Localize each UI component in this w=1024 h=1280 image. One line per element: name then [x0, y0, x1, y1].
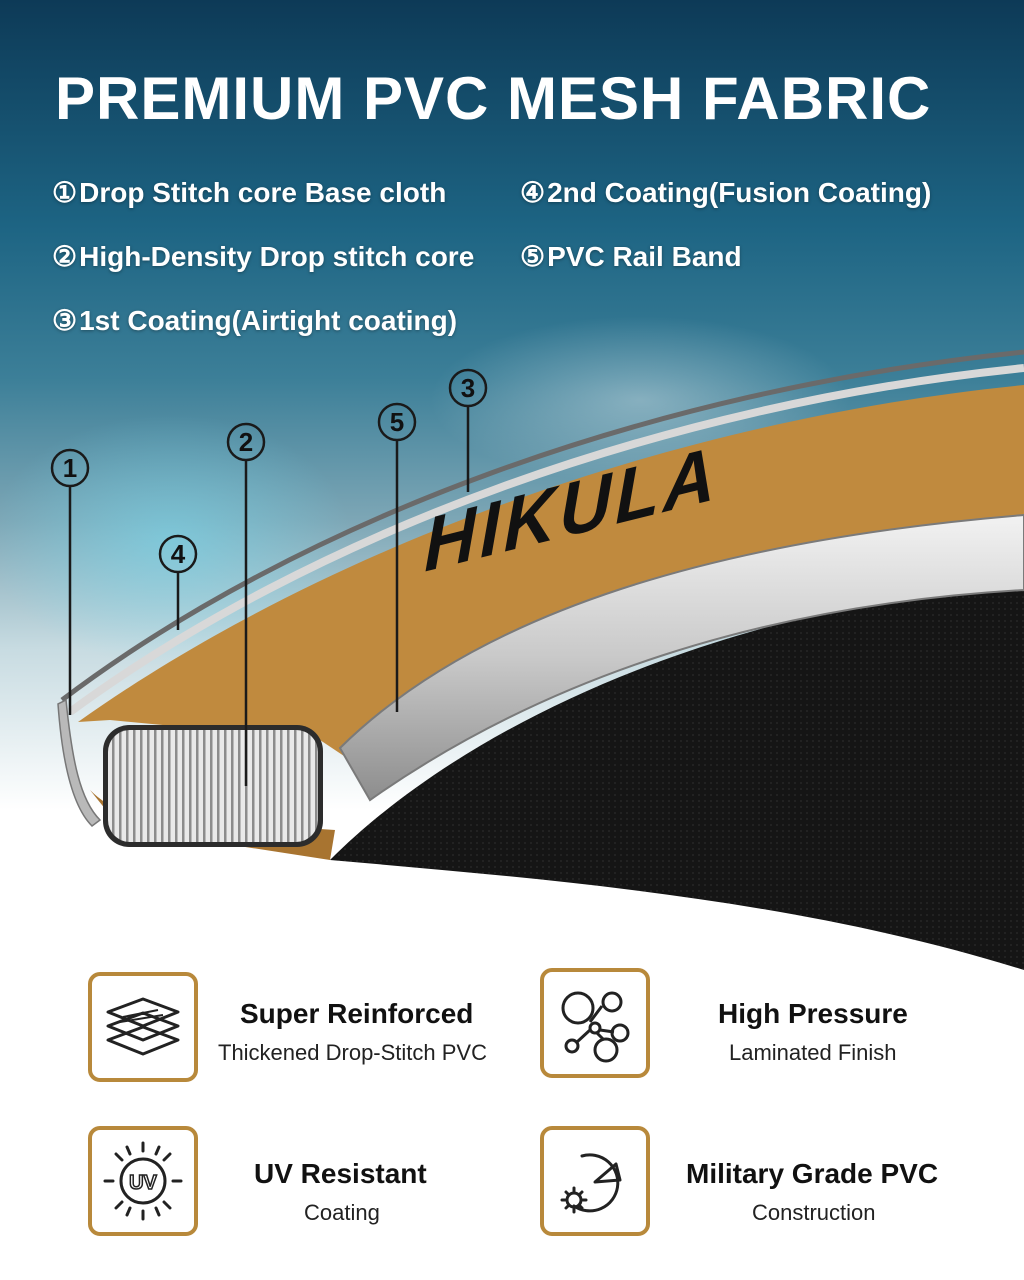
rail-band [338, 513, 1024, 802]
feature-subtitle: Thickened Drop-Stitch PVC [218, 1040, 487, 1065]
callout-4: 4 [158, 534, 198, 574]
outer-coating-line [60, 349, 1024, 702]
cross-section-diagram: 1 2 3 4 5 HIKULA [0, 349, 1024, 1000]
callout-5: 5 [377, 402, 417, 442]
feature-title: UV Resistant [254, 1158, 427, 1189]
layer-label-1: ①Drop Stitch core Base cloth [52, 177, 447, 208]
feature-subtitle: Construction [752, 1200, 876, 1225]
layers-icon [88, 972, 198, 1082]
uv-text: UV [129, 1172, 157, 1194]
page-title: PREMIUM PVC MESH FABRIC [55, 65, 932, 132]
uv-sun-icon: UV [88, 1126, 198, 1236]
drop-stitch-core [108, 730, 318, 842]
layer-label-2: ②High-Density Drop stitch core [52, 241, 475, 272]
feature-title: Super Reinforced [240, 998, 474, 1029]
feature-title: High Pressure [718, 998, 908, 1029]
left-edge [57, 698, 102, 827]
feature-subtitle: Coating [304, 1200, 380, 1225]
features-section: Super Reinforced Thickened Drop-Stitch P… [0, 900, 1024, 1280]
svg-text:4: 4 [171, 539, 186, 569]
fusion-coating-line [67, 364, 1024, 716]
svg-text:1: 1 [63, 453, 77, 483]
callout-3: 3 [448, 368, 488, 408]
layer-label-3: ③1st Coating(Airtight coating) [52, 305, 458, 336]
svg-text:5: 5 [390, 407, 404, 437]
feature-title: Military Grade PVC [686, 1158, 939, 1189]
molecule-icon [540, 968, 650, 1078]
layer-label-4: ④2nd Coating(Fusion Coating) [520, 177, 932, 208]
callout-2: 2 [226, 422, 266, 462]
svg-text:3: 3 [461, 373, 475, 403]
mesh-deck [330, 580, 1024, 970]
callout-1: 1 [50, 448, 90, 488]
feature-subtitle: Laminated Finish [729, 1040, 897, 1065]
tan-band [78, 385, 1024, 760]
svg-text:2: 2 [239, 427, 253, 457]
gauge-gear-icon [540, 1126, 650, 1236]
layer-label-5: ⑤PVC Rail Band [520, 241, 742, 272]
wave-base [0, 883, 1024, 1000]
